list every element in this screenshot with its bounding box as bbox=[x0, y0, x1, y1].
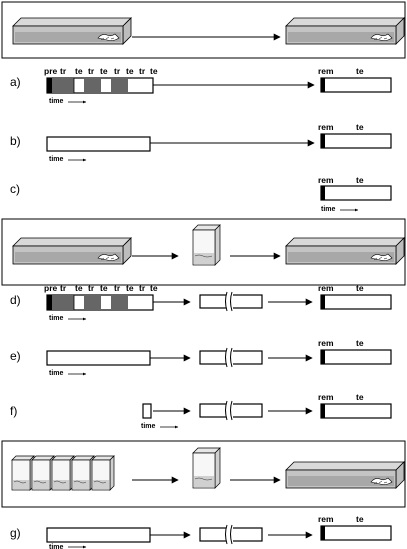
alley-apparatus-icon bbox=[285, 237, 405, 265]
seg-tr: tr bbox=[139, 283, 146, 293]
retention-test-bar bbox=[320, 77, 392, 93]
retention-test-bar bbox=[320, 133, 392, 149]
time-label: time bbox=[49, 315, 64, 322]
alley-apparatus-icon bbox=[285, 461, 405, 489]
seg-tr: tr bbox=[60, 283, 67, 293]
seg-pre: pre bbox=[44, 66, 58, 76]
holding-box-icon bbox=[11, 455, 35, 491]
time-label: time bbox=[49, 156, 64, 163]
time-label: time bbox=[49, 544, 64, 549]
seg-te: te bbox=[356, 338, 364, 348]
row-label-b: b) bbox=[10, 134, 21, 148]
seg-te: te bbox=[356, 122, 364, 132]
seg-tr: tr bbox=[88, 66, 95, 76]
seg-rem: rem bbox=[318, 338, 334, 348]
seg-rem: rem bbox=[318, 392, 334, 402]
row-label-e: e) bbox=[10, 349, 21, 363]
seg-te: te bbox=[126, 283, 134, 293]
seg-te: te bbox=[356, 283, 364, 293]
timeline-bar-short bbox=[142, 403, 152, 419]
seg-te: te bbox=[356, 514, 364, 524]
seg-te: te bbox=[356, 175, 364, 185]
seg-te: te bbox=[126, 66, 134, 76]
holding-box-icon bbox=[51, 455, 75, 491]
alley-apparatus-icon bbox=[12, 237, 132, 265]
holding-box-icon bbox=[91, 455, 115, 491]
row-label-g: g) bbox=[10, 526, 21, 540]
alley-apparatus-icon bbox=[285, 17, 405, 45]
delay-interval-bar bbox=[199, 347, 263, 368]
seg-tr: tr bbox=[114, 66, 121, 76]
seg-te: te bbox=[356, 392, 364, 402]
seg-te: te bbox=[150, 283, 158, 293]
seg-tr: tr bbox=[88, 283, 95, 293]
delay-interval-bar bbox=[199, 400, 263, 421]
panel-3-header bbox=[1, 440, 406, 508]
seg-te: te bbox=[100, 283, 108, 293]
timeline-bar bbox=[46, 136, 151, 152]
delay-interval-bar bbox=[199, 524, 263, 545]
seg-rem: rem bbox=[318, 514, 334, 524]
time-label: time bbox=[49, 98, 64, 105]
holding-box-icon bbox=[71, 455, 95, 491]
holding-box-icon bbox=[192, 224, 221, 266]
panel-2-header bbox=[1, 218, 406, 286]
training-sequence-bar bbox=[46, 77, 154, 94]
alley-apparatus-icon bbox=[12, 17, 132, 45]
retention-test-bar bbox=[320, 403, 392, 419]
seg-te: te bbox=[75, 66, 83, 76]
timeline-bar bbox=[46, 527, 151, 543]
timeline-bar bbox=[46, 350, 151, 366]
training-sequence-bar bbox=[46, 294, 154, 311]
time-label: time bbox=[321, 206, 336, 213]
row-label-c: c) bbox=[10, 182, 20, 196]
panel-1-header bbox=[1, 1, 406, 59]
retention-test-bar bbox=[320, 349, 392, 365]
delay-interval-bar bbox=[199, 291, 263, 312]
seg-rem: rem bbox=[318, 283, 334, 293]
row-label-f: f) bbox=[10, 404, 17, 418]
time-label: time bbox=[49, 370, 64, 377]
seg-tr: tr bbox=[60, 66, 67, 76]
holding-box-icon bbox=[31, 455, 55, 491]
seg-rem: rem bbox=[318, 175, 334, 185]
seg-rem: rem bbox=[318, 66, 334, 76]
seg-te: te bbox=[100, 66, 108, 76]
seg-te: te bbox=[75, 283, 83, 293]
seg-te: te bbox=[356, 66, 364, 76]
holding-box-icon bbox=[192, 447, 221, 489]
row-label-a: a) bbox=[10, 75, 21, 89]
retention-test-bar bbox=[320, 525, 392, 541]
seg-rem: rem bbox=[318, 122, 334, 132]
seg-pre: pre bbox=[44, 283, 58, 293]
retention-test-bar bbox=[320, 185, 392, 201]
time-label: time bbox=[141, 423, 156, 430]
row-label-d: d) bbox=[10, 293, 21, 307]
seg-te: te bbox=[150, 66, 158, 76]
seg-tr: tr bbox=[114, 283, 121, 293]
seg-tr: tr bbox=[139, 66, 146, 76]
retention-test-bar bbox=[320, 294, 392, 310]
